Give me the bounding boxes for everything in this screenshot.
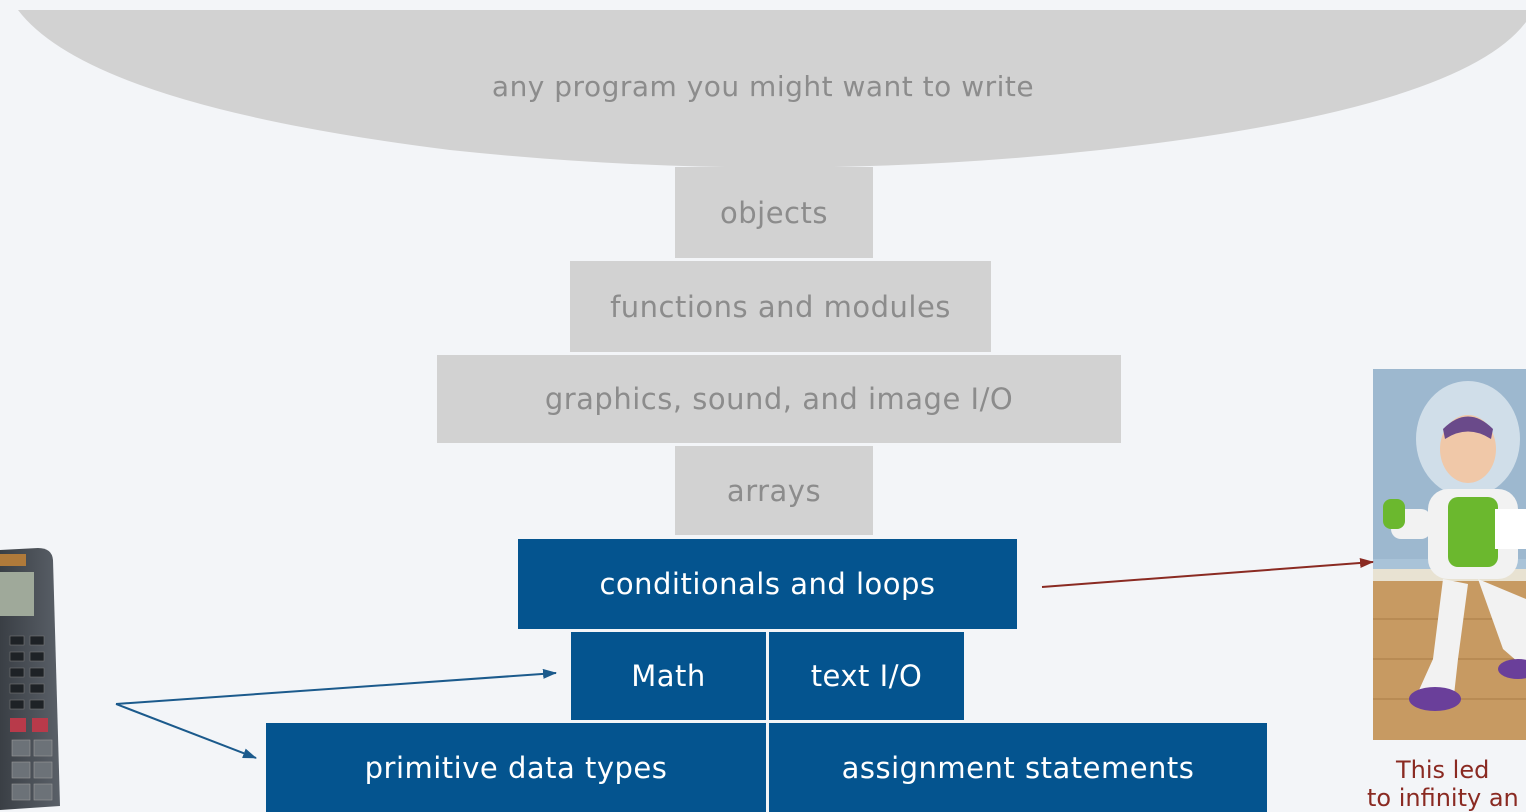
arrow-to-math [115, 668, 557, 705]
layer-graphics-io: graphics, sound, and image I/O [437, 355, 1121, 443]
layer-math-label: Math [631, 659, 706, 693]
layer-text-io: text I/O [769, 632, 964, 720]
layer-conditionals-loops: conditionals and loops [518, 539, 1017, 629]
bowl-label: any program you might want to write [491, 70, 1035, 103]
layer-text-io-label: text I/O [810, 659, 923, 693]
layer-math: Math [571, 632, 766, 720]
caption-line1: This led [1396, 756, 1490, 784]
layer-objects-label: objects [720, 195, 828, 230]
caption-line2: to infinity an [1367, 784, 1519, 812]
calculator-image [0, 548, 60, 810]
layer-conditionals-label: conditionals and loops [599, 567, 936, 601]
program-bowl [18, 10, 1526, 168]
layer-objects: objects [675, 167, 873, 258]
layer-functions-modules: functions and modules [570, 261, 991, 352]
layer-primitive-label: primitive data types [364, 750, 668, 785]
layer-graphics-label: graphics, sound, and image I/O [544, 382, 1014, 416]
layer-arrays-label: arrays [726, 473, 822, 508]
arrow-to-conditionals [1041, 557, 1374, 588]
layer-assignment-label: assignment statements [841, 750, 1195, 785]
layer-arrays: arrays [675, 446, 873, 535]
layer-assignment: assignment statements [769, 723, 1267, 812]
layer-primitive-types: primitive data types [266, 723, 766, 812]
arrow-to-primitive [115, 703, 257, 759]
space-ranger-image [1373, 369, 1526, 740]
layer-functions-label: functions and modules [610, 289, 951, 324]
